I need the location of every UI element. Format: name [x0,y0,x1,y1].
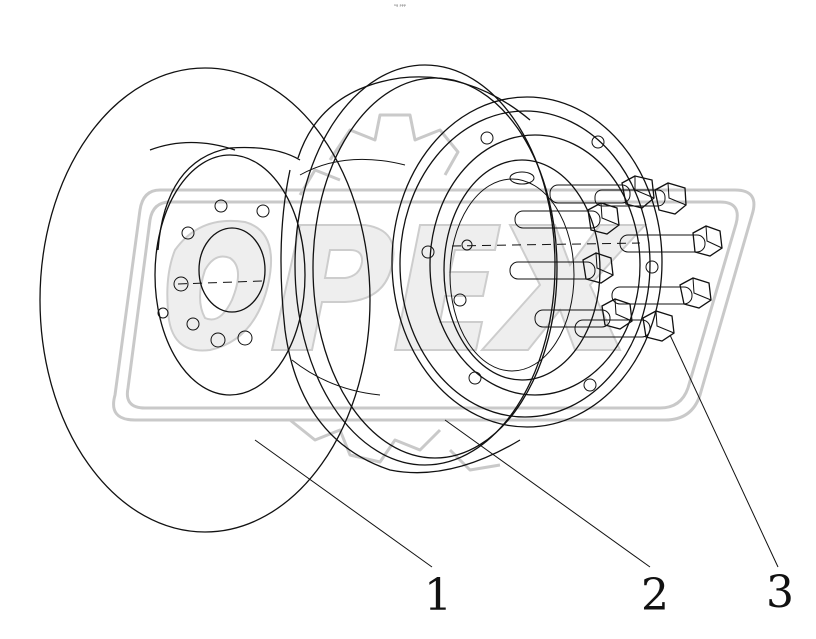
leader-line-3 [669,334,779,568]
callout-1: 1 [424,570,452,621]
bolt [619,225,723,257]
callout-3: 3 [766,567,794,618]
hub-flange [391,96,663,428]
bolt [534,298,633,330]
brake-disc [39,67,371,533]
brake-disc-icon [39,67,371,533]
bolt [514,202,620,235]
bolt [611,277,712,309]
leader-lines [254,334,779,568]
hub-icon [280,64,558,474]
leader-line-2 [444,419,651,568]
watermark [112,113,756,472]
bolt [509,252,614,284]
bolt [549,175,655,209]
bolt [594,182,687,215]
bolt-icon [574,310,675,342]
callout-2: 2 [641,570,669,621]
wheel-hub [280,64,663,474]
bolt-set [509,175,723,342]
top-mark: ⁿᵍ ᵖᵖᵖ [394,4,406,10]
leader-line-1 [254,439,433,568]
disc-center-flange [154,146,306,396]
